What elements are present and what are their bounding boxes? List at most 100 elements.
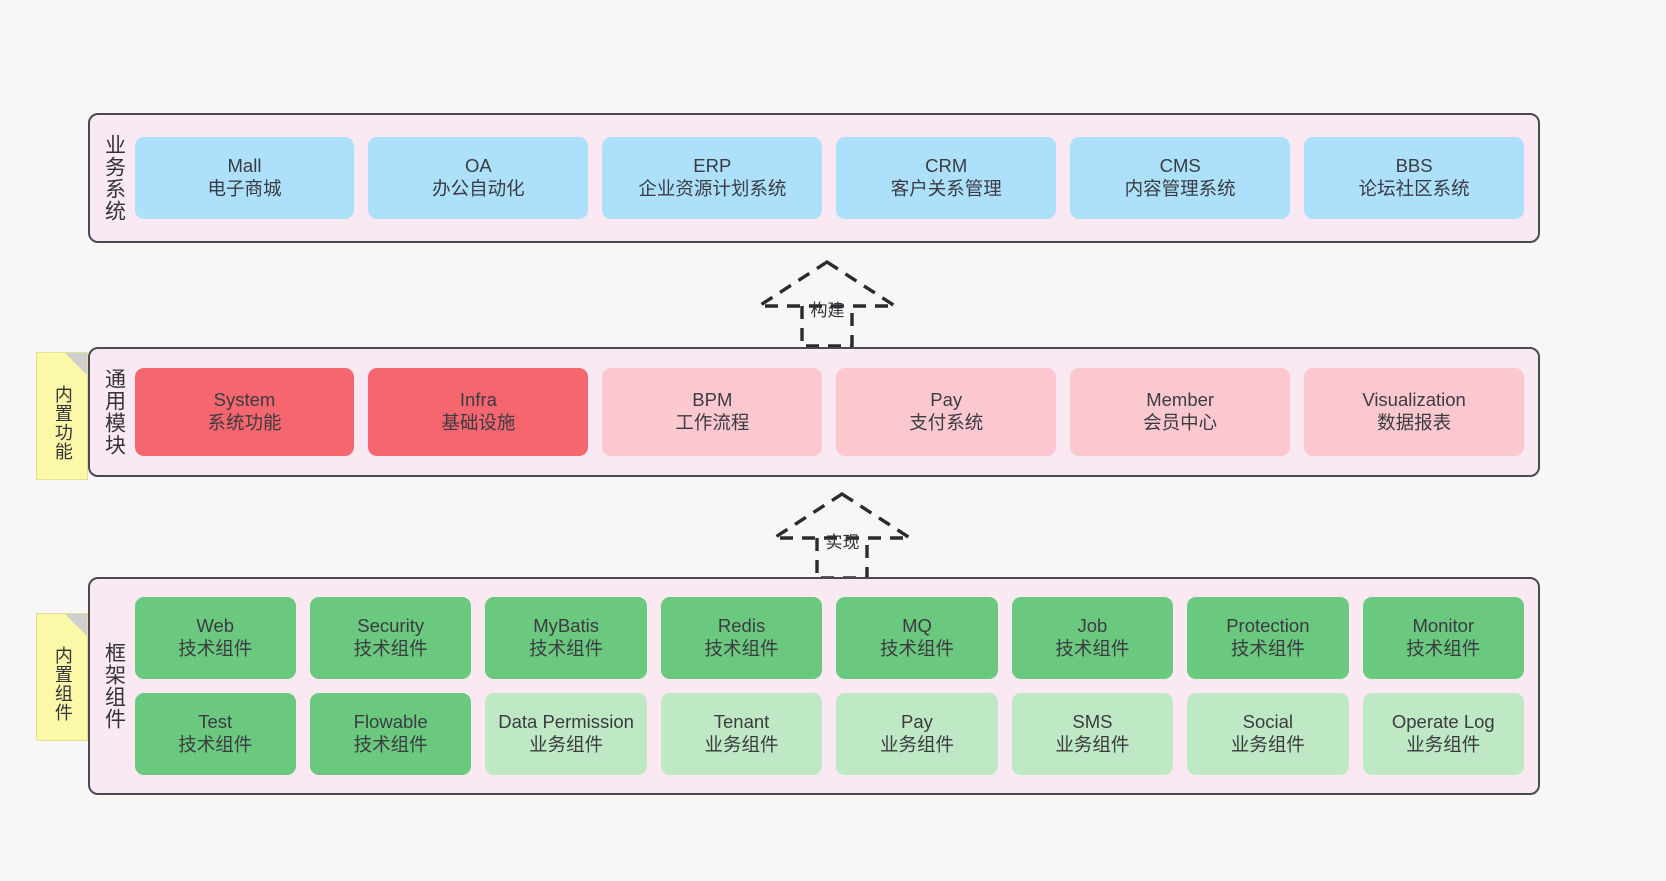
common-module-row: System 系统功能 Infra 基础设施 BPM 工作流程 Pay 支付系统… <box>134 368 1525 456</box>
note-builtin-components: 内置组件 <box>36 613 88 741</box>
box-name: Job <box>1077 615 1108 637</box>
box-name: Infra <box>459 389 497 411</box>
box-desc: 技术组件 <box>178 734 253 755</box>
box-desc: 技术组件 <box>178 638 253 659</box>
framework-box-monitor[interactable]: Monitor 技术组件 <box>1362 597 1525 679</box>
connector-build: 构建 <box>753 258 901 348</box>
connector-implement-label: 实现 <box>825 533 860 552</box>
box-desc: 技术组件 <box>704 638 779 659</box>
framework-box-web[interactable]: Web 技术组件 <box>134 597 296 679</box>
box-name: Pay <box>930 389 963 411</box>
common-box-bpm[interactable]: BPM 工作流程 <box>602 368 823 456</box>
box-desc: 企业资源计划系统 <box>638 178 787 199</box>
layer-title-common-modules: 通用模块 <box>102 368 126 456</box>
note-builtin-features-label: 内置功能 <box>52 385 73 461</box>
framework-box-redis[interactable]: Redis 技术组件 <box>660 597 823 679</box>
framework-box-sms[interactable]: SMS 业务组件 <box>1011 693 1174 775</box>
business-box-oa[interactable]: OA 办公自动化 <box>368 137 589 219</box>
layer-body-business-system: Mall 电子商城 OA 办公自动化 ERP 企业资源计划系统 CRM 客户关系… <box>134 115 1538 241</box>
layer-body-common-modules: System 系统功能 Infra 基础设施 BPM 工作流程 Pay 支付系统… <box>134 349 1538 475</box>
business-box-cms[interactable]: CMS 内容管理系统 <box>1070 137 1291 219</box>
box-desc: 业务组件 <box>529 734 604 755</box>
connector-implement: 实现 <box>768 490 916 580</box>
connector-implement-arrow <box>768 491 916 580</box>
box-desc: 技术组件 <box>353 638 428 659</box>
box-name: Test <box>198 711 233 733</box>
framework-box-pay[interactable]: Pay 业务组件 <box>836 693 998 775</box>
layer-framework-components: 框架组件 Web 技术组件 Security 技术组件 MyBatis 技术组件… <box>88 577 1540 795</box>
business-box-crm[interactable]: CRM 客户关系管理 <box>836 137 1057 219</box>
business-box-mall[interactable]: Mall 电子商城 <box>134 137 355 219</box>
business-box-erp[interactable]: ERP 企业资源计划系统 <box>602 137 823 219</box>
box-desc: 内容管理系统 <box>1124 178 1236 199</box>
box-desc: 技术组件 <box>879 638 954 659</box>
box-name: Member <box>1146 389 1215 411</box>
common-box-pay[interactable]: Pay 支付系统 <box>836 368 1057 456</box>
note-fold-corner-icon <box>65 614 87 636</box>
layer-title-business-system: 业务系统 <box>102 134 126 222</box>
common-box-system[interactable]: System 系统功能 <box>134 368 355 456</box>
framework-box-tenant[interactable]: Tenant 业务组件 <box>660 693 823 775</box>
box-name: BBS <box>1395 155 1433 177</box>
box-name: Operate Log <box>1391 711 1495 733</box>
framework-box-mq[interactable]: MQ 技术组件 <box>836 597 998 679</box>
box-desc: 基础设施 <box>441 412 516 433</box>
framework-box-job[interactable]: Job 技术组件 <box>1011 597 1174 679</box>
box-name: Tenant <box>713 711 770 733</box>
box-desc: 业务组件 <box>1406 734 1481 755</box>
box-desc: 工作流程 <box>675 412 750 433</box>
framework-box-operate-log[interactable]: Operate Log 业务组件 <box>1362 693 1525 775</box>
layer-body-framework-components: Web 技术组件 Security 技术组件 MyBatis 技术组件 Redi… <box>134 579 1538 793</box>
box-desc: 业务组件 <box>704 734 779 755</box>
box-desc: 技术组件 <box>1406 638 1481 659</box>
box-desc: 业务组件 <box>1055 734 1130 755</box>
box-name: BPM <box>692 389 733 411</box>
note-builtin-features: 内置功能 <box>36 352 88 480</box>
box-desc: 支付系统 <box>909 412 984 433</box>
layer-common-modules: 通用模块 System 系统功能 Infra 基础设施 BPM 工作流程 Pay… <box>88 347 1540 477</box>
box-name: Redis <box>717 615 766 637</box>
box-name: Visualization <box>1362 389 1466 411</box>
framework-tech-row: Web 技术组件 Security 技术组件 MyBatis 技术组件 Redi… <box>134 597 1525 679</box>
note-builtin-components-label: 内置组件 <box>52 646 73 722</box>
framework-box-protection[interactable]: Protection 技术组件 <box>1187 597 1349 679</box>
box-name: SMS <box>1072 711 1113 733</box>
layer-title-framework-components: 框架组件 <box>102 642 126 730</box>
box-name: CMS <box>1159 155 1201 177</box>
box-desc: 业务组件 <box>1230 734 1305 755</box>
framework-box-flowable[interactable]: Flowable 技术组件 <box>309 693 472 775</box>
framework-business-row: Test 技术组件 Flowable 技术组件 Data Permission … <box>134 693 1525 775</box>
box-desc: 办公自动化 <box>432 178 525 199</box>
framework-box-social[interactable]: Social 业务组件 <box>1187 693 1349 775</box>
business-box-row: Mall 电子商城 OA 办公自动化 ERP 企业资源计划系统 CRM 客户关系… <box>134 137 1525 219</box>
framework-box-mybatis[interactable]: MyBatis 技术组件 <box>485 597 647 679</box>
box-desc: 业务组件 <box>879 734 954 755</box>
box-name: Web <box>196 615 235 637</box>
framework-box-security[interactable]: Security 技术组件 <box>309 597 472 679</box>
box-desc: 论坛社区系统 <box>1358 178 1470 199</box>
business-box-bbs[interactable]: BBS 论坛社区系统 <box>1304 137 1525 219</box>
box-desc: 客户关系管理 <box>890 178 1002 199</box>
framework-box-test[interactable]: Test 技术组件 <box>134 693 296 775</box>
box-name: Data Permission <box>498 711 634 733</box>
box-name: Mall <box>227 155 262 177</box>
box-name: CRM <box>925 155 968 177</box>
common-box-member[interactable]: Member 会员中心 <box>1070 368 1291 456</box>
layer-business-system: 业务系统 Mall 电子商城 OA 办公自动化 ERP 企业资源计划系统 CRM… <box>88 113 1540 243</box>
box-name: ERP <box>693 155 732 177</box>
common-box-infra[interactable]: Infra 基础设施 <box>368 368 589 456</box>
box-name: Pay <box>901 711 933 733</box>
connector-build-label: 构建 <box>810 301 845 320</box>
box-desc: 技术组件 <box>1055 638 1130 659</box>
framework-box-data-permission[interactable]: Data Permission 业务组件 <box>485 693 647 775</box>
box-desc: 技术组件 <box>529 638 604 659</box>
box-desc: 技术组件 <box>353 734 428 755</box>
note-fold-corner-icon <box>65 353 87 375</box>
box-name: Social <box>1242 711 1294 733</box>
box-name: Flowable <box>353 711 428 733</box>
box-desc: 会员中心 <box>1143 412 1218 433</box>
box-name: MyBatis <box>533 615 599 637</box>
common-box-visualization[interactable]: Visualization 数据报表 <box>1304 368 1525 456</box>
box-name: System <box>213 389 276 411</box>
